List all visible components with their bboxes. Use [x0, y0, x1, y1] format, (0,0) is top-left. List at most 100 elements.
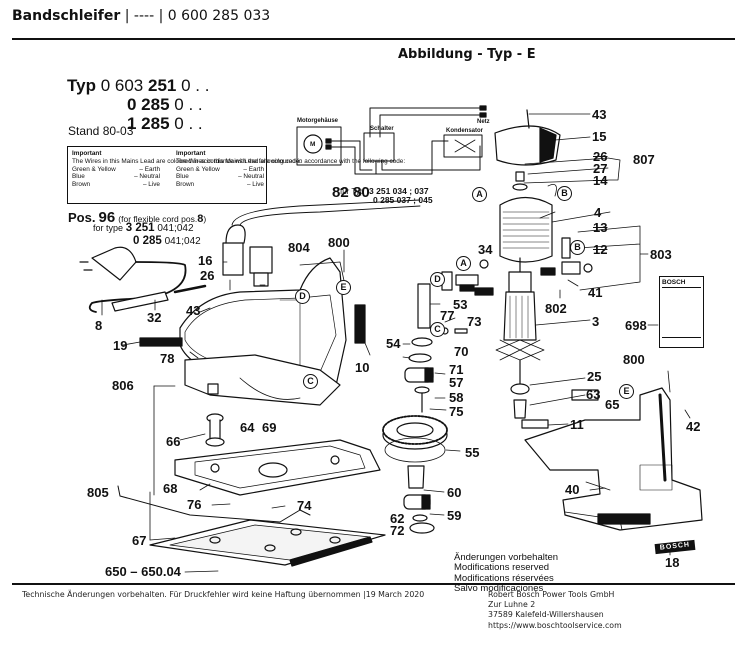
pos96-note: Pos. 96 (for flexible cord pos.8): [68, 209, 206, 226]
callout-64: 64: [240, 420, 255, 435]
footer-address: Robert Bosch Power Tools GmbH Zur Luhne …: [488, 590, 622, 631]
callout-802: 802: [545, 301, 567, 316]
sanding-pad: [149, 519, 386, 567]
for-type-row: 0 285 037 ; 045: [373, 195, 433, 205]
code-color: Brown: [176, 180, 195, 188]
callout-40: 40: [565, 482, 580, 497]
mod-note-de: Änderungen vorbehalten: [454, 552, 559, 563]
for-type-row: 3 251 034 ; 037: [369, 186, 429, 196]
stand-date: Stand 80-03: [68, 124, 134, 138]
wiring-label-switch: Schalter: [370, 126, 394, 132]
callout-53: 53: [453, 297, 468, 312]
notice-heading: Important: [72, 150, 102, 157]
brush-holder-left: [441, 259, 489, 292]
callout-10: 10: [355, 360, 370, 375]
callout-43-cord: 43: [186, 303, 201, 318]
callout-805: 805: [87, 485, 109, 500]
footer-street: Zur Luhne 2: [488, 600, 536, 610]
callout-76: 76: [187, 497, 202, 512]
callout-8: 8: [95, 318, 103, 333]
motor-symbol: [303, 134, 323, 154]
capacitor-box: [443, 134, 483, 158]
exploded-view-drawing: [79, 105, 703, 573]
pos-number: 96: [98, 209, 116, 226]
for-type-prefix: für Typ: [340, 187, 365, 196]
ref-marker-d: D: [295, 289, 310, 304]
callout-800-left: 800: [328, 235, 350, 250]
header-separator: | ---- |: [120, 8, 168, 24]
callout-650: 650 – 650.04: [105, 564, 181, 579]
callout-16: 16: [198, 253, 213, 268]
pos96-type-list: for type 3 251 041;042 0 285 041;042: [93, 222, 201, 248]
footer-url-link[interactable]: https://www.boschtoolservice.com: [488, 620, 622, 630]
typ-prefix: Typ: [67, 76, 96, 95]
typ-row-2-b: 0 285: [127, 95, 170, 114]
switch-box: [363, 132, 395, 162]
capacitor-switch: [222, 199, 421, 287]
modification-notes: Änderungen vorbehalten Modifications res…: [454, 552, 559, 594]
notice-heading: Important: [176, 150, 206, 157]
ref-marker-d: D: [430, 272, 445, 287]
code-meaning: – Earth: [243, 165, 264, 173]
code-color: Blue: [176, 173, 189, 181]
callout-65: 65: [605, 397, 620, 412]
pos-note: (for flexible cord pos.: [118, 214, 198, 224]
callout-80: 80: [353, 184, 370, 201]
callout-25: 25: [587, 369, 602, 384]
footer-divider: [12, 583, 735, 585]
callout-26-cord: 26: [200, 268, 215, 283]
notice-text: The Wires in this Mains Lead are coloure…: [72, 158, 302, 166]
callout-55: 55: [465, 445, 480, 460]
wiring-label-motor: M: [310, 141, 316, 148]
callout-60: 60: [447, 485, 462, 500]
typ-row-3-c: 0 . .: [174, 114, 203, 133]
gear-housing: [184, 354, 341, 406]
page-header-title: Bandschleifer | ---- | 0 600 285 033: [12, 8, 270, 24]
callout-698: 698: [625, 318, 647, 333]
type-bold: 0 285: [133, 235, 162, 247]
callout-70: 70: [454, 344, 469, 359]
callout-66: 66: [166, 434, 181, 449]
callout-803: 803: [650, 247, 672, 262]
callout-71: 71: [449, 362, 464, 377]
gear-stack: [382, 283, 468, 534]
mod-note-es: Salvo modificaciones: [454, 582, 544, 594]
callout-11: 11: [570, 417, 584, 432]
wiring-label-motor-housing: Motorgehäuse: [297, 118, 339, 124]
wiring-label-mains: Netz: [477, 119, 490, 125]
pos-label: Pos.: [68, 210, 96, 225]
header-divider: [12, 38, 735, 40]
pos-note-end: ): [203, 214, 207, 224]
callout-57: 57: [449, 375, 464, 390]
callout-807: 807: [633, 152, 655, 167]
part-number: 0 600 285 033: [167, 8, 271, 24]
callout-78: 78: [160, 351, 175, 366]
callout-67: 67: [132, 533, 147, 548]
clamp-wire-805: [117, 485, 311, 523]
notice-column-2: Important The Wires in this Mains Lead a…: [176, 150, 405, 188]
for-type-note: für Typ 3 251 034 ; 037 0 285 037 ; 045: [340, 187, 433, 205]
ref-marker-e: E: [619, 384, 634, 399]
typ-row-3-b: 1 285: [127, 114, 170, 133]
callout-12: 12: [593, 242, 608, 257]
callout-82: 82: [332, 184, 349, 201]
callout-3: 3: [592, 314, 600, 329]
footer-city: 37589 Kalefeld-Willershausen: [488, 610, 604, 620]
ref-marker-a: A: [456, 256, 471, 271]
typ-row-1-c: 0 . .: [181, 76, 210, 95]
ref-marker-b: B: [570, 240, 585, 255]
figure-title: Abbildung - Typ - E: [398, 47, 536, 62]
callout-14: 14: [593, 173, 608, 188]
field-coil: [499, 196, 611, 263]
power-cord: [79, 246, 207, 313]
callout-32: 32: [147, 310, 162, 325]
brush-holder-right: [561, 225, 649, 291]
pos-note-ref: 8: [197, 213, 204, 225]
armature: [474, 257, 591, 419]
callout-804: 804: [288, 240, 310, 255]
code-meaning: – Live: [246, 180, 264, 188]
ref-marker-c: C: [430, 322, 445, 337]
typ-row-2-c: 0 . .: [174, 95, 203, 114]
callout-806: 806: [112, 378, 134, 393]
callout-34: 34: [478, 242, 493, 257]
